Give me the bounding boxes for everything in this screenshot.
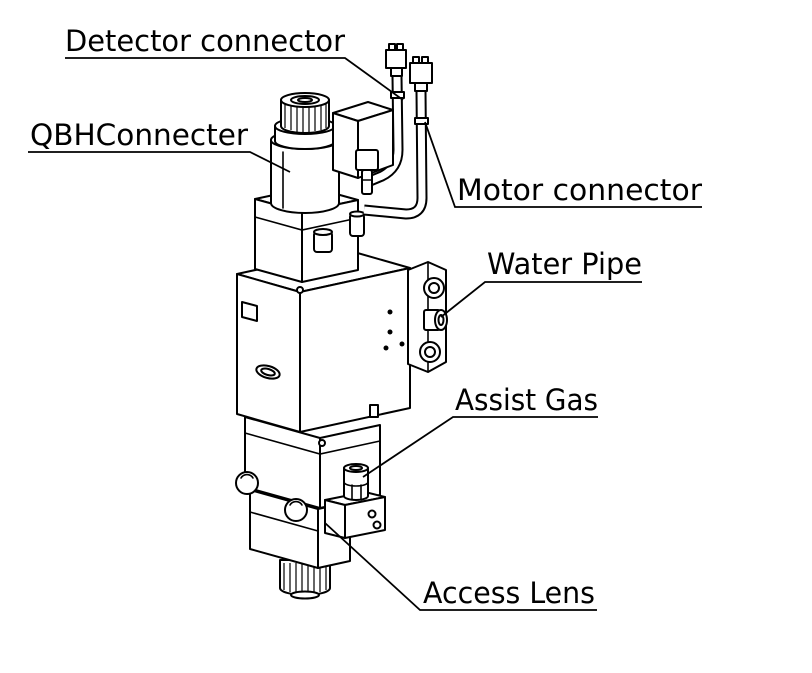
assist-gas-plate <box>324 491 386 539</box>
inspection-window <box>241 301 258 322</box>
access-lens-leader <box>324 522 597 611</box>
mount-hole <box>383 345 389 351</box>
qbh-connecter-leader <box>28 151 291 173</box>
motor-plug-body <box>409 62 433 84</box>
water-pipe-leader <box>440 281 642 318</box>
knob-left-shade <box>240 473 254 479</box>
gas-fitting-bore <box>349 465 363 471</box>
assist-gas-leader <box>362 416 598 478</box>
lower-block-seam <box>244 432 381 455</box>
water-pipe-plate <box>407 261 448 373</box>
motor-connector-plug <box>361 169 373 195</box>
motor <box>332 101 394 195</box>
motor-connector-label: Motor connector <box>457 173 702 207</box>
main-block-right-face <box>299 267 411 433</box>
upper-fitting-end <box>313 228 333 236</box>
motor-plug-relief <box>414 82 428 92</box>
detector-cable-core <box>368 75 402 185</box>
gas-plate-right-face <box>344 496 386 539</box>
qbh-cap <box>280 99 330 134</box>
detector-connector-label: Detector connector <box>65 24 345 58</box>
mount-hole <box>387 329 393 335</box>
cable-band <box>414 117 429 125</box>
mount-hole <box>387 309 393 315</box>
detector-connector-relief <box>390 67 403 77</box>
assist-gas-label: Assist Gas <box>455 383 598 417</box>
motor-left-face <box>332 112 359 179</box>
motor-connector-leader <box>424 121 702 208</box>
lower-block-screw <box>318 439 326 447</box>
main-block <box>236 249 411 433</box>
nozzle-knurl <box>283 563 327 594</box>
water-pipe-label: Water Pipe <box>487 247 642 281</box>
water-boss-upper-hole <box>428 282 440 294</box>
motor-cable-core <box>363 90 426 218</box>
lens-section-seam <box>249 511 319 532</box>
qbh-fiber-port <box>297 97 313 103</box>
mount-hole <box>399 341 405 347</box>
upper-block-screw <box>296 286 304 294</box>
upper-block-seam <box>254 216 359 231</box>
qbh-body <box>270 139 340 214</box>
gas-fitting-nut <box>343 481 369 487</box>
motor-connector-housing <box>355 149 379 171</box>
qbh-connector <box>270 92 340 214</box>
water-fitting-bore <box>437 314 445 326</box>
stud <box>369 404 379 418</box>
detector-connector <box>385 43 407 77</box>
knob-right-shade <box>289 500 303 506</box>
nozzle-tip <box>290 590 320 600</box>
detector-connector-pin <box>388 43 396 51</box>
assist-gas-fitting <box>343 463 369 501</box>
gas-fitting-body <box>343 467 369 501</box>
motor-plug-pin <box>421 56 429 64</box>
access-lens-label: Access Lens <box>423 576 595 610</box>
qbh-knurl <box>284 104 327 132</box>
adjustment-knobs <box>235 471 308 522</box>
main-block-left-face <box>236 273 301 433</box>
gas-plate-hole <box>372 520 382 530</box>
motor-connector <box>409 56 433 92</box>
detector-connector-leader <box>65 57 404 101</box>
side-fitting-end <box>349 210 365 218</box>
motor-plug-pin <box>412 56 420 64</box>
detector-connector-pin <box>396 43 404 51</box>
water-boss-lower-hole <box>424 346 436 358</box>
qbh-connecter-label: QBHConnecter <box>30 118 248 152</box>
slot-inner <box>260 367 276 377</box>
detector-connector-body <box>385 49 407 69</box>
gas-plate-hole <box>367 509 377 519</box>
